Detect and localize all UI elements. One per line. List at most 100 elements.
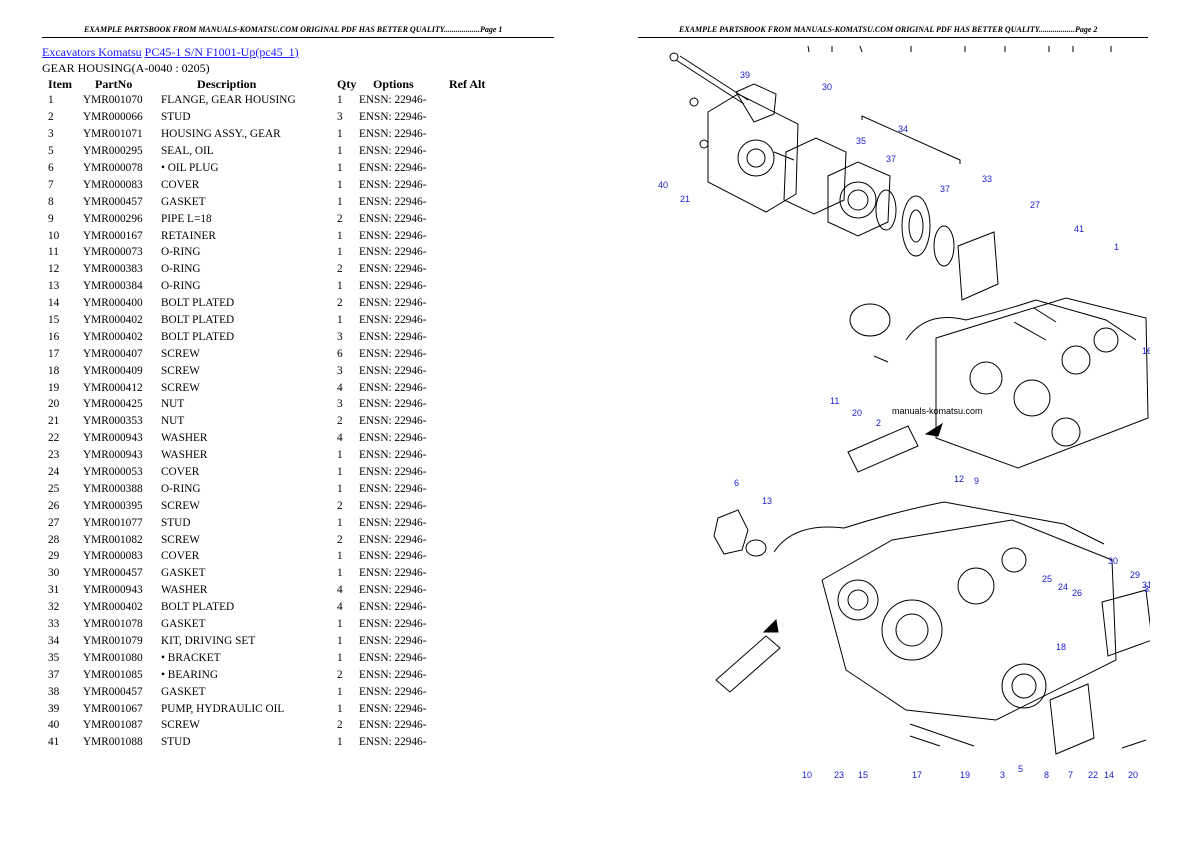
oil-plug-part (713, 509, 767, 557)
row-description: RETAINER (161, 229, 216, 242)
row-qty: 1 (337, 736, 343, 749)
row-partno: YMR000943 (83, 584, 143, 597)
row-description: STUD (161, 736, 191, 749)
direction-arrow-lower (762, 618, 779, 633)
row-options: ENSN: 22946- (359, 516, 427, 529)
section-title: GEAR HOUSING(A-0040 : 0205) (42, 61, 210, 75)
row-item: 18 (48, 364, 60, 377)
row-ref-alt (449, 328, 499, 345)
row-ref-alt (449, 548, 499, 565)
row-partno: YMR000402 (83, 314, 143, 327)
row-qty: 1 (337, 634, 343, 647)
page1-header: EXAMPLE PARTSBOOK FROM MANUALS-KOMATSU.C… (84, 25, 503, 34)
row-ref-alt (449, 160, 499, 177)
row-partno: YMR000053 (83, 466, 143, 479)
row-qty: 2 (337, 533, 343, 546)
row-item: 7 (48, 178, 54, 191)
row-ref-alt (449, 126, 499, 143)
row-item: 12 (48, 263, 60, 276)
row-partno: YMR001070 (83, 94, 143, 107)
row-partno: YMR000943 (83, 449, 143, 462)
row-item: 11 (48, 246, 59, 259)
callout-label: 24 (1058, 582, 1068, 592)
row-partno: YMR001071 (83, 128, 143, 141)
row-ref-alt (449, 210, 499, 227)
callout-label: 35 (856, 136, 866, 146)
sealant-tube-part (847, 425, 919, 473)
row-options: ENSN: 22946- (359, 280, 427, 293)
row-options: ENSN: 22946- (359, 314, 427, 327)
row-qty: 1 (337, 651, 343, 664)
callout-label: 33 (982, 174, 992, 184)
row-description: WASHER (161, 584, 208, 597)
nut-20-part (873, 355, 889, 363)
row-description: GASKET (161, 685, 206, 698)
row-description: SCREW (161, 364, 200, 377)
callout-label: 39 (740, 70, 750, 80)
row-options: ENSN: 22946- (359, 398, 427, 411)
row-item: 27 (48, 516, 60, 529)
row-qty: 2 (337, 415, 343, 428)
row-partno: YMR000402 (83, 601, 143, 614)
callout-label: 27 (1030, 200, 1040, 210)
row-qty: 2 (337, 297, 343, 310)
row-partno: YMR001082 (83, 533, 143, 546)
callout-label: 30 (822, 82, 832, 92)
page2-header: EXAMPLE PARTSBOOK FROM MANUALS-KOMATSU.C… (679, 25, 1098, 34)
row-description: WASHER (161, 449, 208, 462)
row-item: 5 (48, 145, 54, 158)
row-qty: 1 (337, 162, 343, 174)
col-options: Options (373, 77, 414, 91)
callout-label: 5 (1018, 764, 1023, 774)
row-ref-alt (449, 413, 499, 430)
row-item: 13 (48, 280, 60, 293)
row-options: ENSN: 22946- (359, 229, 427, 242)
breadcrumb-link-excavators[interactable]: Excavators Komatsu (42, 45, 142, 59)
row-partno: YMR000395 (83, 499, 143, 512)
bracket-part (827, 161, 891, 237)
row-qty: 6 (337, 347, 343, 360)
row-qty: 3 (337, 364, 343, 377)
row-options: ENSN: 22946- (359, 567, 427, 580)
callout-label: 17 (912, 770, 922, 780)
row-partno: YMR000066 (83, 111, 143, 124)
callout-label: 25 (1042, 574, 1052, 584)
bearing-gear-set (875, 189, 955, 267)
row-ref-alt (449, 717, 499, 734)
row-description: PIPE L=18 (161, 212, 212, 225)
row-qty: 1 (337, 702, 343, 715)
row-description: BOLT PLATED (161, 330, 235, 343)
callout-label: 10 (802, 770, 812, 780)
row-options: ENSN: 22946- (359, 297, 427, 310)
parts-table-header: Item PartNo Description Qty Options Ref … (42, 77, 499, 92)
callout-label: 37 (886, 154, 896, 164)
gasket-part (783, 137, 847, 215)
row-ref-alt (449, 261, 499, 278)
row-item: 22 (48, 432, 60, 445)
callout-label: 41 (1074, 224, 1084, 234)
row-qty: 1 (337, 195, 343, 208)
row-options: ENSN: 22946- (359, 736, 427, 749)
row-ref-alt (449, 531, 499, 548)
callout-label: 29 (1130, 570, 1140, 580)
row-options: ENSN: 22946- (359, 381, 427, 394)
row-options: ENSN: 22946- (359, 618, 427, 631)
row-options: ENSN: 22946- (359, 330, 427, 343)
row-ref-alt (449, 683, 499, 700)
row-ref-alt (449, 497, 499, 514)
row-options: ENSN: 22946- (359, 499, 427, 512)
row-item: 30 (48, 567, 60, 580)
breadcrumb-link-model[interactable]: PC45-1 S/N F1001-Up(pc45_1) (144, 45, 299, 59)
row-partno: YMR000457 (83, 195, 143, 208)
